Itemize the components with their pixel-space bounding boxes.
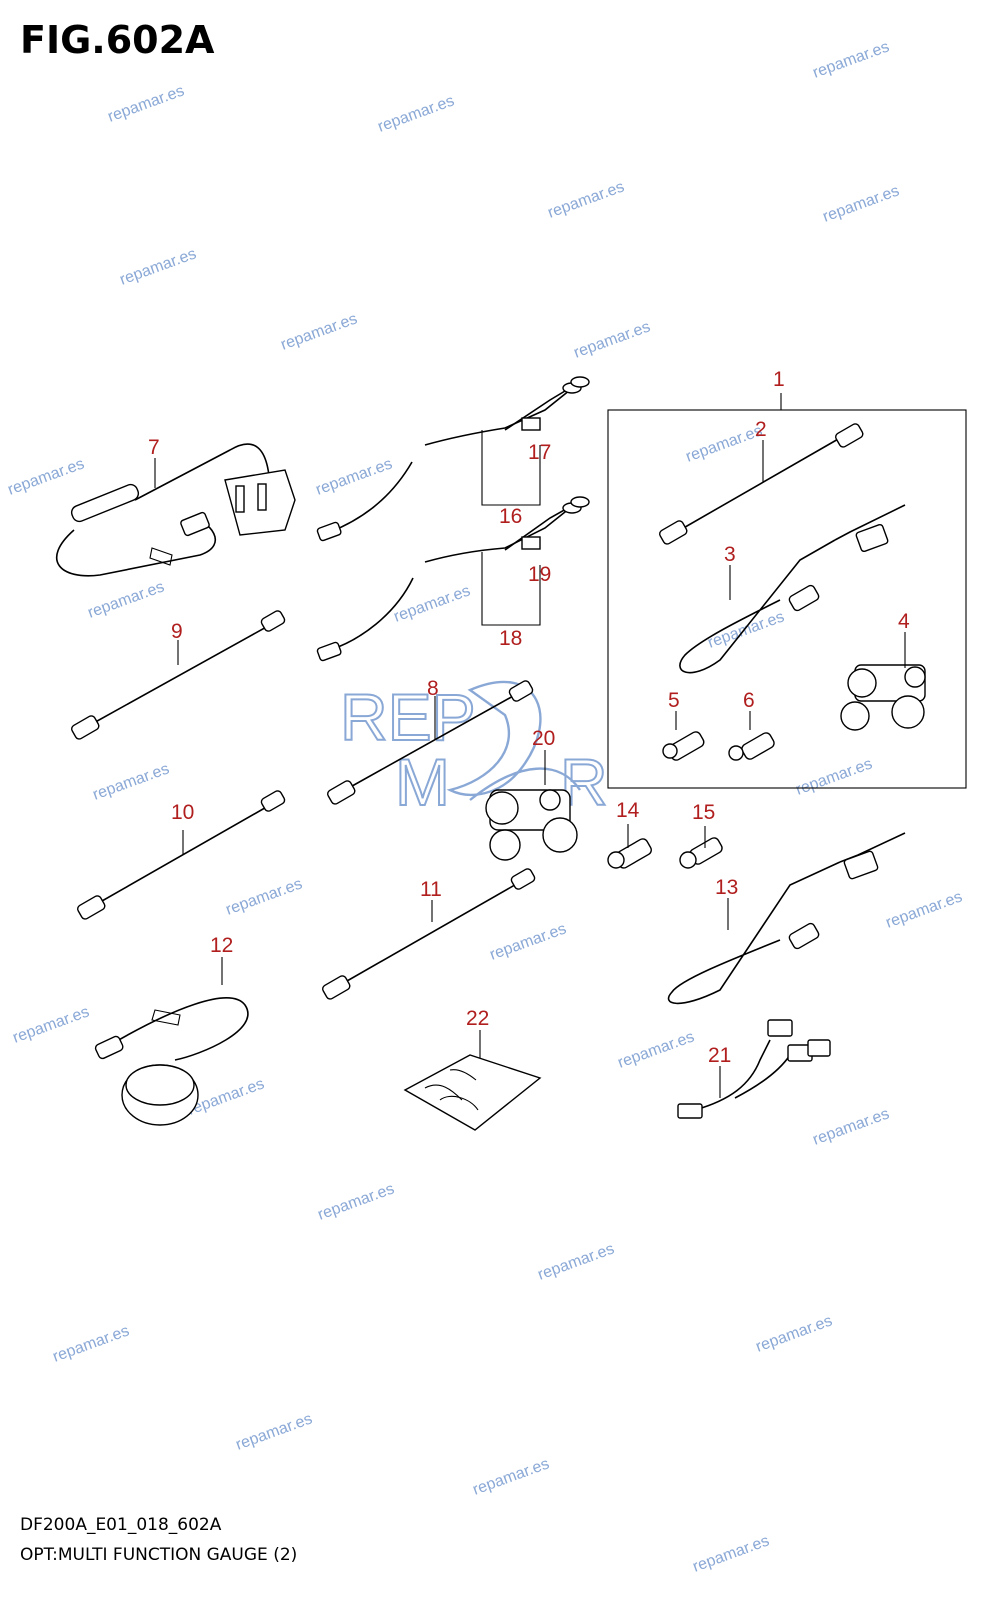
watermark-text: repamar.es <box>811 38 892 81</box>
figure-description: OPT:MULTI FUNCTION GAUGE (2) <box>20 1545 298 1565</box>
watermark-text: repamar.es <box>706 608 787 651</box>
callout-3: 3 <box>724 543 736 566</box>
part-5-terminator <box>662 731 705 761</box>
part-9-drop-cable <box>71 610 286 740</box>
part-2-backbone-cable <box>659 423 864 545</box>
watermark-text: repamar.es <box>234 1410 315 1453</box>
callout-1: 1 <box>773 368 785 391</box>
callout-5: 5 <box>668 689 680 712</box>
callout-18: 18 <box>499 627 522 650</box>
part-7-sensor-cable <box>55 443 296 577</box>
part-13-power-tap-cable <box>667 832 906 1005</box>
watermark-logo-swirl <box>469 767 581 801</box>
model-code: DF200A_E01_018_602A <box>20 1515 222 1535</box>
callout-8: 8 <box>427 677 439 700</box>
part-3-power-tap-cable <box>679 504 906 674</box>
callout-9: 9 <box>171 620 183 643</box>
watermark-text: repamar.es <box>546 178 627 221</box>
part-6-terminator <box>728 732 775 761</box>
watermark-text: repamar.es <box>488 920 569 963</box>
watermark-text: repamar.es <box>536 1240 617 1283</box>
callout-2: 2 <box>755 418 767 441</box>
watermark-logo-text-bottom: M <box>395 745 450 819</box>
part-15-terminator <box>679 837 723 869</box>
watermark-text: repamar.es <box>691 1532 772 1575</box>
part-8-cable <box>327 680 534 805</box>
watermark-text: repamar.es <box>811 1105 892 1148</box>
part-22-parts-bag <box>403 1054 542 1131</box>
callout-20: 20 <box>532 727 555 750</box>
callout-21: 21 <box>708 1044 731 1067</box>
watermark-text: repamar.es <box>86 578 167 621</box>
callout-19: 19 <box>528 563 551 586</box>
callout-13: 13 <box>715 876 738 899</box>
callout-22: 22 <box>466 1007 489 1030</box>
watermark-text: repamar.es <box>118 245 199 288</box>
watermark-text: repamar.es <box>821 182 902 225</box>
part-18-power-harness <box>316 496 590 662</box>
watermark-text: repamar.es <box>684 422 765 465</box>
part-21-adapter-harness <box>677 1019 831 1119</box>
callout-12: 12 <box>210 934 233 957</box>
watermark-text: repamar.es <box>376 92 457 135</box>
callout-7: 7 <box>148 436 160 459</box>
watermark-text: repamar.es <box>6 455 87 498</box>
watermark-layer: repamar.es repamar.es repamar.es repamar… <box>6 38 965 1575</box>
watermark-text: repamar.es <box>91 760 172 803</box>
callout-14: 14 <box>616 799 640 822</box>
watermark-text: repamar.es <box>884 888 965 931</box>
watermark-logo-text-top: REP <box>340 680 476 754</box>
part-20-tee-connector <box>485 789 578 861</box>
watermark-text: repamar.es <box>754 1312 835 1355</box>
callout-4: 4 <box>898 610 910 633</box>
watermark-text: repamar.es <box>224 875 305 918</box>
figure-title: FIG.602A <box>20 18 215 62</box>
watermark-text: repamar.es <box>316 1180 397 1223</box>
watermark-text: repamar.es <box>106 82 187 125</box>
watermark-text: repamar.es <box>471 1455 552 1498</box>
part-12-sensor-disc <box>94 997 249 1126</box>
callout-11: 11 <box>420 878 442 901</box>
watermark-text: repamar.es <box>279 310 360 353</box>
watermark-text: repamar.es <box>51 1322 132 1365</box>
watermark-text: repamar.es <box>392 582 473 625</box>
callout-6: 6 <box>743 689 755 712</box>
callout-16: 16 <box>499 505 522 528</box>
watermark-text: repamar.es <box>794 755 875 798</box>
watermark-text: repamar.es <box>11 1003 92 1046</box>
part-14-terminator <box>607 838 652 869</box>
callout-15: 15 <box>692 801 715 824</box>
callout-10: 10 <box>171 801 194 824</box>
watermark-text: repamar.es <box>616 1028 697 1071</box>
part-11-cable <box>322 868 536 1000</box>
watermark-text: repamar.es <box>572 318 653 361</box>
kit-box <box>607 409 967 789</box>
part-16-power-harness <box>316 376 590 542</box>
watermark-text: repamar.es <box>314 455 395 498</box>
leader-lines <box>154 393 906 1098</box>
callouts: 1 2 3 4 5 6 7 8 9 10 11 12 13 14 15 16 1… <box>148 368 910 1067</box>
part-4-tee-connector <box>840 664 926 731</box>
callout-17: 17 <box>528 441 551 464</box>
